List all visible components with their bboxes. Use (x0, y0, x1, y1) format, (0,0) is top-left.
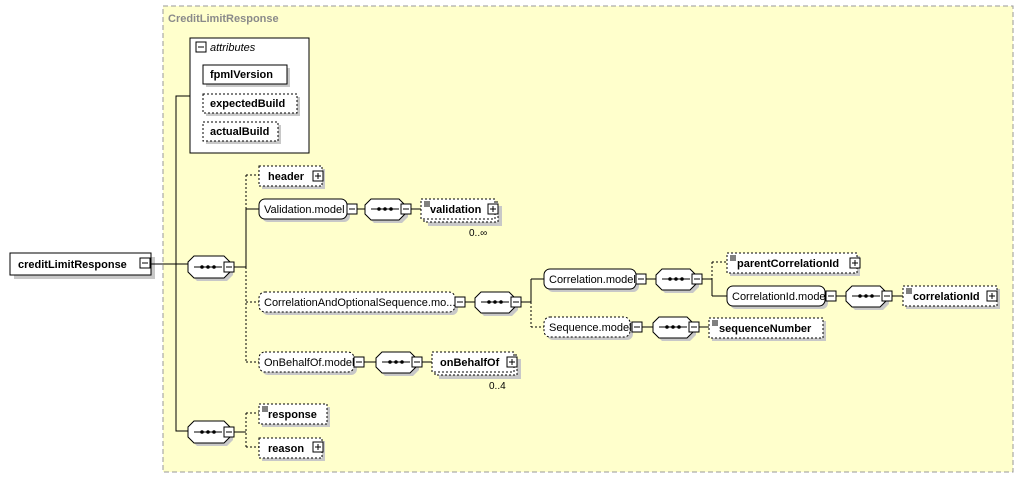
collapse-icon[interactable] (400, 203, 412, 215)
element-response[interactable]: response (258, 403, 330, 427)
collapse-icon[interactable] (195, 41, 207, 53)
sequence-compositor-response[interactable] (187, 420, 235, 446)
svg-text:reason: reason (268, 443, 304, 455)
root-element-label: creditLimitResponse (18, 259, 127, 271)
root-element[interactable]: creditLimitResponse (9, 252, 155, 279)
svg-text:expectedBuild: expectedBuild (210, 98, 285, 110)
expand-icon[interactable] (312, 441, 324, 453)
sequence-compositor-correlation-id[interactable] (845, 285, 893, 310)
collapse-icon[interactable] (346, 203, 358, 215)
element-correlation-id[interactable]: correlationId (902, 285, 1000, 309)
collapse-icon[interactable] (223, 261, 235, 273)
expand-icon[interactable] (312, 170, 324, 182)
attributes-label: attributes (210, 42, 256, 54)
choice-compositor-correlation[interactable] (655, 268, 703, 293)
svg-text:OnBehalfOf.model: OnBehalfOf.model (264, 357, 355, 369)
group-correlation-model[interactable]: Correlation.model (543, 268, 647, 292)
collapse-icon[interactable] (223, 426, 235, 438)
svg-text:Validation.model: Validation.model (264, 204, 345, 216)
svg-text:Correlation.model: Correlation.model (549, 274, 636, 286)
sequence-compositor-sequence[interactable] (652, 316, 700, 341)
sequence-compositor-validation[interactable] (364, 198, 412, 223)
attributes-group: attributes fpmlVersion expectedBuild act… (189, 37, 310, 154)
svg-text:onBehalfOf: onBehalfOf (440, 357, 500, 369)
collapse-icon[interactable] (411, 356, 423, 368)
expand-icon[interactable] (849, 257, 861, 269)
collapse-icon[interactable] (353, 356, 365, 368)
element-header[interactable]: header (258, 165, 325, 189)
svg-text:sequenceNumber: sequenceNumber (719, 323, 812, 335)
cardinality-validation: 0..∞ (469, 228, 487, 239)
group-validation-model[interactable]: Validation.model (258, 198, 358, 222)
svg-text:parentCorrelationId: parentCorrelationId (737, 258, 839, 270)
element-validation[interactable]: validation (420, 198, 502, 226)
svg-text:fpmlVersion: fpmlVersion (210, 69, 273, 81)
collapse-icon[interactable] (635, 273, 647, 285)
collapse-icon[interactable] (510, 296, 522, 308)
collapse-icon[interactable] (688, 321, 700, 333)
collapse-icon[interactable] (139, 257, 151, 269)
collapse-icon[interactable] (825, 290, 837, 302)
cardinality-on-behalf-of: 0..4 (489, 381, 506, 392)
element-reason[interactable]: reason (258, 437, 325, 461)
element-on-behalf-of[interactable]: onBehalfOf (431, 351, 521, 379)
collapse-icon[interactable] (881, 290, 893, 302)
svg-text:CorrelationId.model: CorrelationId.model (732, 291, 828, 303)
group-correlation-id-model[interactable]: CorrelationId.model (726, 285, 837, 309)
attribute-fpmlversion[interactable]: fpmlVersion (202, 64, 290, 87)
expand-icon[interactable] (986, 290, 998, 302)
svg-text:validation: validation (430, 204, 482, 216)
element-sequence-number[interactable]: sequenceNumber (708, 317, 826, 341)
collapse-icon[interactable] (691, 273, 703, 285)
svg-text:header: header (268, 171, 305, 183)
sequence-compositor-correlation-and-optional[interactable] (474, 291, 522, 316)
attribute-expectedbuild[interactable]: expectedBuild (202, 93, 300, 116)
element-parent-correlation-id[interactable]: parentCorrelationId (726, 252, 861, 276)
svg-text:CorrelationAndOptionalSequence: CorrelationAndOptionalSequence.mo... (264, 297, 455, 309)
group-sequence-model[interactable]: Sequence.model (543, 316, 643, 340)
svg-text:Sequence.model: Sequence.model (549, 322, 632, 334)
sequence-compositor-main[interactable] (187, 255, 235, 281)
attribute-actualbuild[interactable]: actualBuild (202, 121, 281, 144)
expand-icon[interactable] (487, 203, 499, 215)
collapse-icon[interactable] (454, 296, 466, 308)
sequence-compositor-on-behalf-of[interactable] (375, 351, 423, 376)
svg-text:actualBuild: actualBuild (210, 126, 269, 138)
group-on-behalf-of-model[interactable]: OnBehalfOf.model (258, 351, 365, 375)
group-correlation-and-optional-sequence-model[interactable]: CorrelationAndOptionalSequence.mo... (258, 291, 466, 315)
collapse-icon[interactable] (631, 321, 643, 333)
expand-icon[interactable] (506, 356, 518, 368)
svg-text:response: response (268, 409, 317, 421)
svg-text:correlationId: correlationId (913, 291, 980, 303)
complex-type-title: CreditLimitResponse (168, 13, 279, 25)
